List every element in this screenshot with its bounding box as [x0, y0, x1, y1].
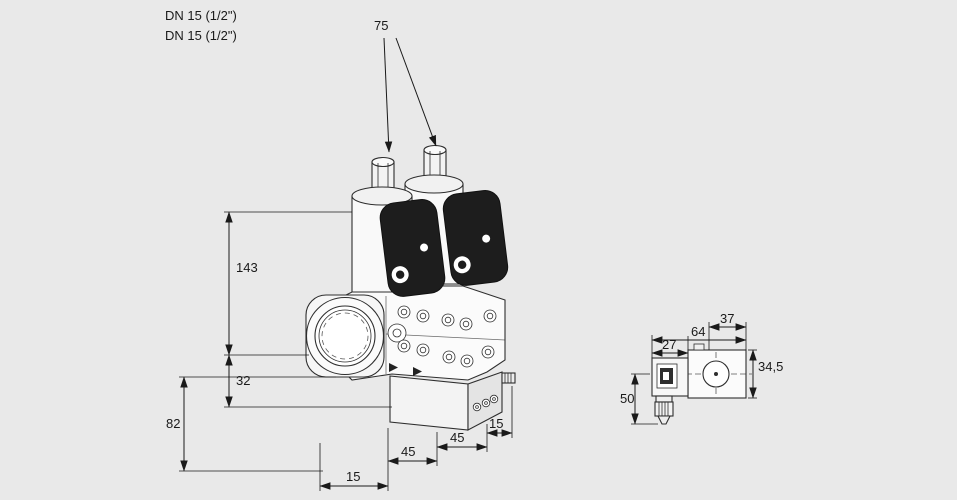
inlet-flange: [305, 294, 385, 378]
dimension-lines-main: [179, 37, 513, 491]
valve-drawing: [305, 144, 516, 431]
dim-label-32: 32: [236, 373, 251, 388]
dim-label-75: 75: [374, 18, 389, 33]
flow-direction-arrows: [389, 363, 422, 376]
port-size-label-2: DN 15 (1/2"): [165, 28, 237, 43]
solenoid-band-2: [442, 190, 509, 286]
solenoid-band-1: [379, 199, 446, 297]
dim-label-15-right: 15: [489, 416, 504, 431]
dim-label-143: 143: [236, 260, 258, 275]
dim-label-45-right: 45: [450, 430, 465, 445]
dim-label-50: 50: [620, 391, 635, 406]
dim-label-82: 82: [166, 416, 181, 431]
cable-gland: [654, 395, 674, 425]
side-view-drawing: [651, 343, 752, 425]
dim-label-34-5: 34,5: [758, 359, 784, 374]
dim-label-64: 64: [691, 324, 706, 339]
dim-label-37: 37: [720, 311, 735, 326]
dim-label-45-left: 45: [401, 444, 416, 459]
bottom-block: [389, 371, 516, 431]
dim-label-15-left: 15: [346, 469, 361, 484]
din-connector: [651, 357, 689, 397]
outlet-nipple: [501, 372, 516, 384]
screw-heads: [387, 305, 497, 368]
dim-label-27: 27: [662, 337, 677, 352]
port-size-label-1: DN 15 (1/2"): [165, 8, 237, 23]
dimension-lines-side: [631, 322, 757, 425]
